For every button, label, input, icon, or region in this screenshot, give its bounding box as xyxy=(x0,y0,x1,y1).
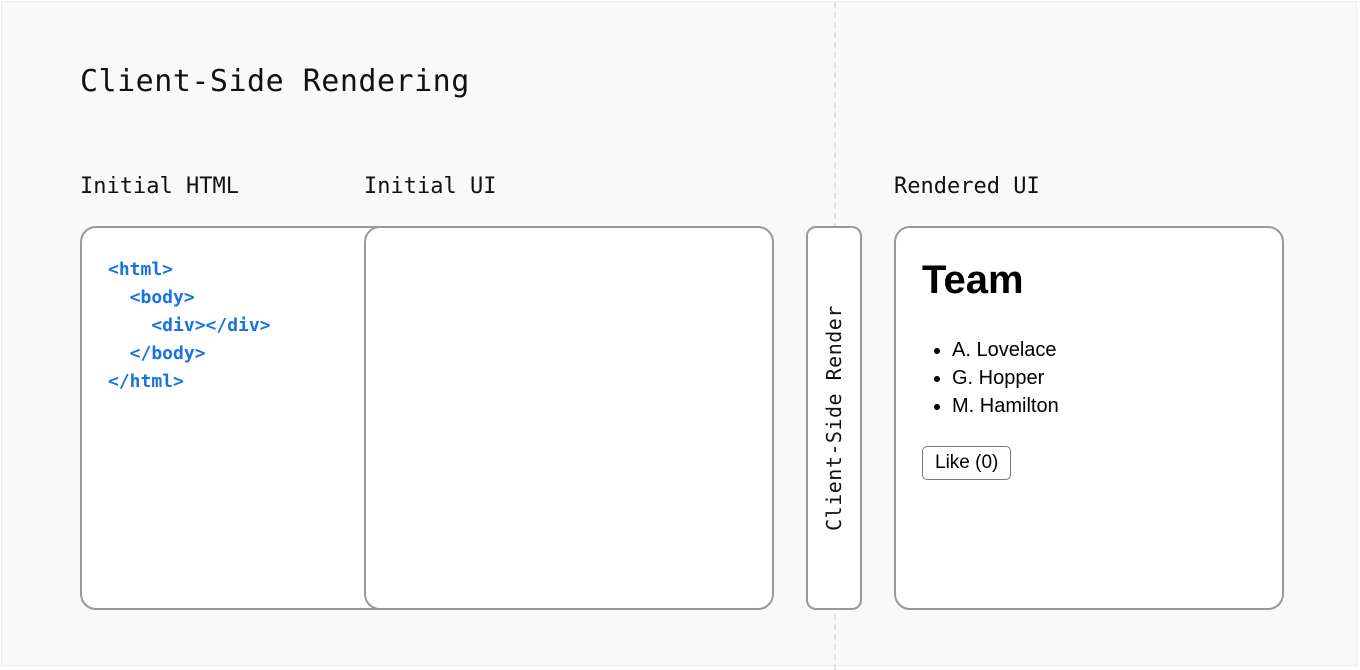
code-line: </body> xyxy=(108,343,206,364)
list-item: M. Hamilton xyxy=(952,392,1059,420)
like-button[interactable]: Like (0) xyxy=(922,446,1012,480)
label-initial-html: Initial HTML xyxy=(80,174,239,199)
label-rendered-ui: Rendered UI xyxy=(894,174,1040,199)
label-initial-ui: Initial UI xyxy=(364,174,497,199)
html-code-block: <html> <body> <div></div> </body> </html> xyxy=(108,256,271,396)
rendered-ui-panel: Team A. Lovelace G. Hopper M. Hamilton L… xyxy=(894,226,1284,610)
code-line: <html> xyxy=(108,259,174,280)
client-side-render-label: Client-Side Render xyxy=(822,305,846,531)
code-line: <body> xyxy=(108,287,195,308)
team-member-list: A. Lovelace G. Hopper M. Hamilton xyxy=(922,336,1059,420)
code-line: <div></div> xyxy=(108,315,271,336)
code-line: </html> xyxy=(108,371,184,392)
list-item: A. Lovelace xyxy=(952,336,1059,364)
team-heading: Team xyxy=(922,258,1024,302)
list-item: G. Hopper xyxy=(952,364,1059,392)
initial-html-panel: <html> <body> <div></div> </body> </html> xyxy=(80,226,400,610)
diagram-title: Client-Side Rendering xyxy=(80,64,470,99)
initial-ui-panel xyxy=(364,226,774,610)
client-side-render-step: Client-Side Render xyxy=(806,226,862,610)
